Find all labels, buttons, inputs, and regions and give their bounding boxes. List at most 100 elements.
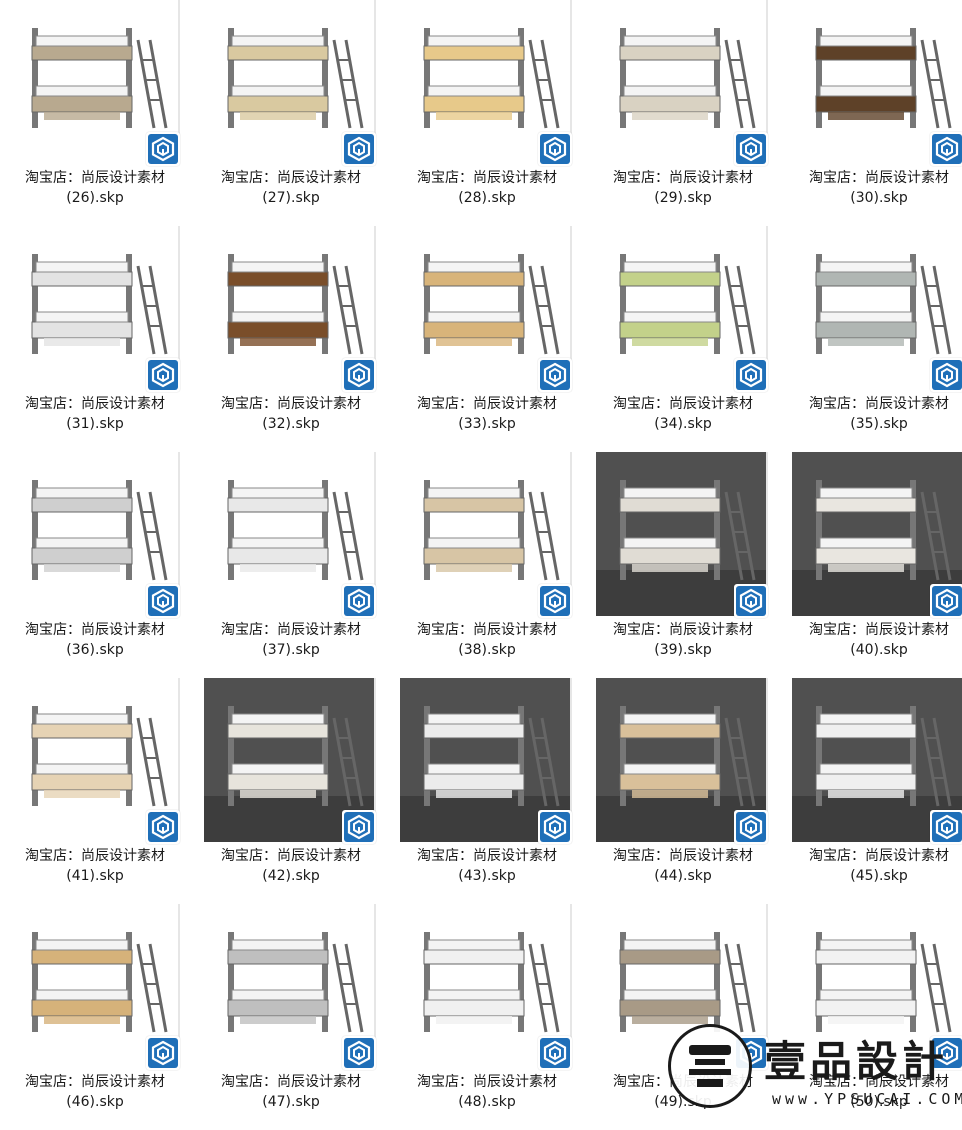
file-name[interactable]: 淘宝店：尚辰设计素材(42).skp [196,846,386,886]
file-name[interactable]: 淘宝店：尚辰设计素材(32).skp [196,394,386,434]
file-name-suffix: (29).skp [654,190,712,206]
file-tile[interactable]: 淘宝店：尚辰设计素材(31).skp [0,226,196,452]
file-name[interactable]: 淘宝店：尚辰设计素材 (34).skp [588,394,778,434]
file-tile[interactable]: 淘宝店：尚辰设计素材(32).skp [196,226,392,452]
file-tile[interactable]: 淘宝店：尚辰设计素材(38).skp [392,452,588,678]
file-name[interactable]: 淘宝店：尚辰设计素材(40).skp [784,620,962,660]
file-name-suffix: (43).skp [458,868,516,884]
file-tile[interactable]: 淘宝店：尚辰设计素材(44).skp [588,678,784,904]
thumbnail-border [766,452,768,616]
file-tile[interactable]: 淘宝店：尚辰设计素材(35).skp [784,226,962,452]
file-name-prefix: 淘宝店：尚辰设计素材 [221,848,361,864]
file-name[interactable]: 淘宝店：尚辰设计素材 (48).skp [392,1072,582,1112]
file-name-prefix: 淘宝店：尚辰设计素材 [613,396,753,412]
thumbnail-border [178,678,180,842]
sketchup-file-icon [930,584,962,618]
sketchup-file-icon [538,810,572,844]
file-name[interactable]: 淘宝店：尚辰设计素材(47).skp [196,1072,386,1112]
file-name[interactable]: 淘宝店：尚辰设计素材(44).skp [588,846,778,886]
file-name-prefix: 淘宝店：尚辰设计素材 [25,1074,165,1090]
file-name-suffix: (30).skp [850,190,908,206]
file-name-suffix: (33).skp [458,416,516,432]
file-tile[interactable]: 淘宝店：尚辰设计素材(37).skp [196,452,392,678]
file-tile[interactable]: 淘宝店：尚辰设计素材(41).skp [0,678,196,904]
file-thumbnail[interactable] [8,226,180,390]
file-tile[interactable]: 淘宝店：尚辰设计素材(28).skp [392,0,588,226]
file-tile[interactable]: 淘宝店：尚辰设计素材 (30).skp [784,0,962,226]
file-tile[interactable]: 淘宝店：尚辰设计素材(42).skp [196,678,392,904]
thumbnail-border [570,226,572,390]
file-name-suffix: (47).skp [262,1094,320,1110]
thumbnail-border [374,904,376,1068]
file-tile[interactable]: 淘宝店：尚辰设计素材(26).skp [0,0,196,226]
file-thumbnail[interactable] [204,226,376,390]
sketchup-file-icon [342,132,376,166]
sketchup-file-icon [734,584,768,618]
file-name[interactable]: 淘宝店：尚辰设计素材(28).skp [392,168,582,208]
file-name[interactable]: 淘宝店：尚辰设计素材(46).skp [0,1072,190,1112]
file-name[interactable]: 淘宝店：尚辰设计素材 (30).skp [784,168,962,208]
yipin-logo-icon [668,1024,752,1108]
sketchup-file-icon [538,584,572,618]
file-tile[interactable]: 淘宝店：尚辰设计素材(46).skp [0,904,196,1130]
file-name[interactable]: 淘宝店：尚辰设计素材(33).skp [392,394,582,434]
file-name-prefix: 淘宝店：尚辰设计素材 [221,170,361,186]
file-name-prefix: 淘宝店：尚辰设计素材 [417,1074,557,1090]
watermark-brand: 壹品設計 [764,1037,949,1086]
file-name[interactable]: 淘宝店：尚辰设计素材(41).skp [0,846,190,886]
file-name[interactable]: 淘宝店：尚辰设计素材(27).skp [196,168,386,208]
file-thumbnail[interactable] [8,0,180,164]
file-name[interactable]: 淘宝店：尚辰设计素材(39).skp [588,620,778,660]
file-tile[interactable]: 淘宝店：尚辰设计素材(40).skp [784,452,962,678]
file-tile[interactable]: 淘宝店：尚辰设计素材(39).skp [588,452,784,678]
file-thumbnail[interactable] [8,904,180,1068]
sketchup-file-icon [538,1036,572,1070]
file-name[interactable]: 淘宝店：尚辰设计素材(31).skp [0,394,190,434]
file-tile[interactable]: 淘宝店：尚辰设计素材(36).skp [0,452,196,678]
file-thumbnail[interactable] [204,452,376,616]
sketchup-file-icon [930,1036,962,1070]
thumbnail-border [374,678,376,842]
sketchup-file-icon [930,358,962,392]
file-name[interactable]: 淘宝店：尚辰设计素材(50).skp [784,1072,962,1112]
file-tile[interactable]: 淘宝店：尚辰设计素材(47).skp [196,904,392,1130]
file-name-prefix: 淘宝店：尚辰设计素材 [417,848,557,864]
file-tile[interactable]: 淘宝店：尚辰设计素材(50).skp [784,904,962,1130]
file-thumbnail[interactable] [596,452,768,616]
file-name-suffix: (45).skp [850,868,908,884]
file-name-suffix: (26).skp [66,190,124,206]
file-thumbnail[interactable] [596,678,768,842]
thumbnail-border [570,678,572,842]
file-tile[interactable]: 淘宝店：尚辰设计素材 (34).skp [588,226,784,452]
file-name[interactable]: 淘宝店：尚辰设计素材(26).skp [0,168,190,208]
file-name[interactable]: 淘宝店：尚辰设计素材(45).skp [784,846,962,886]
sketchup-file-icon [734,132,768,166]
file-name[interactable]: 淘宝店：尚辰设计素材(36).skp [0,620,190,660]
file-name-suffix: (36).skp [66,642,124,658]
thumbnail-border [766,0,768,164]
file-thumbnail[interactable] [792,226,962,390]
file-name[interactable]: 淘宝店：尚辰设计素材(38).skp [392,620,582,660]
file-name[interactable]: 淘宝店：尚辰设计素材(35).skp [784,394,962,434]
file-name[interactable]: 淘宝店：尚辰设计素材(37).skp [196,620,386,660]
file-name-suffix: (34).skp [654,416,712,432]
file-name-suffix: (28).skp [458,190,516,206]
thumbnail-border [766,904,768,1068]
thumbnail-border [178,904,180,1068]
file-tile[interactable]: 淘宝店：尚辰设计素材(29).skp [588,0,784,226]
file-name[interactable]: 淘宝店：尚辰设计素材(29).skp [588,168,778,208]
file-name-suffix: (48).skp [458,1094,516,1110]
file-name-suffix: (31).skp [66,416,124,432]
file-name-prefix: 淘宝店：尚辰设计素材 [809,170,949,186]
thumbnail-border [766,226,768,390]
file-name-suffix: (35).skp [850,416,908,432]
thumbnail-border [374,226,376,390]
file-tile[interactable]: 淘宝店：尚辰设计素材 (48).skp [392,904,588,1130]
thumbnail-border [178,0,180,164]
file-tile[interactable]: 淘宝店：尚辰设计素材 (43).skp [392,678,588,904]
file-tile[interactable]: 淘宝店：尚辰设计素材(45).skp [784,678,962,904]
file-name[interactable]: 淘宝店：尚辰设计素材 (43).skp [392,846,582,886]
file-tile[interactable]: 淘宝店：尚辰设计素材(33).skp [392,226,588,452]
file-thumbnail[interactable] [792,452,962,616]
file-tile[interactable]: 淘宝店：尚辰设计素材(27).skp [196,0,392,226]
